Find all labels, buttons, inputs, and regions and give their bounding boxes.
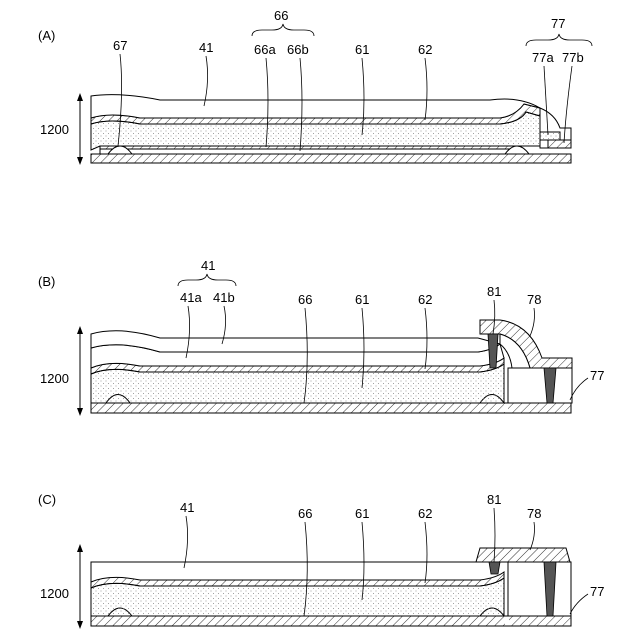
- panel-b-gap: [504, 404, 508, 412]
- panel-b-pad-77: [508, 368, 572, 403]
- panel-b-brace-41: [178, 274, 236, 286]
- panel-c-label-77: 77: [590, 584, 604, 599]
- panel-c-label-66: 66: [298, 506, 312, 521]
- panel-a-layer-41: [91, 95, 540, 118]
- panel-a-label-62: 62: [418, 42, 432, 57]
- panel-a-substrate: [91, 154, 571, 163]
- panel-b-label-41a: 41a: [180, 290, 202, 305]
- panel-b-letter: (B): [38, 274, 55, 289]
- panel-c-label-78: 78: [527, 506, 541, 521]
- panel-b-label-62: 62: [418, 292, 432, 307]
- panel-c-label-61: 61: [355, 506, 369, 521]
- panel-c-leader-81: [494, 508, 495, 562]
- panel-b-substrate: [91, 403, 571, 413]
- panel-c-cap-78: [476, 548, 570, 562]
- panel-c-leader-78: [530, 522, 535, 550]
- panel-a-label-66: 66: [274, 8, 288, 23]
- panel-b-label-81: 81: [487, 284, 501, 299]
- panel-a-leader-41: [204, 56, 208, 106]
- panel-b-label-41b: 41b: [213, 290, 235, 305]
- panel-a-label-61: 61: [355, 42, 369, 57]
- panel-b-plug-81-left: [488, 334, 498, 368]
- panel-a-label-77a: 77a: [532, 50, 554, 65]
- panel-a-terminal-77a: [540, 132, 560, 140]
- panel-b: (B) 1200 41 41a 41b 66 61: [38, 258, 604, 413]
- panel-c-plug-81-left: [489, 562, 500, 574]
- panel-b-label-78: 78: [527, 292, 541, 307]
- panel-c-gap: [505, 617, 509, 625]
- panel-a-letter: (A): [38, 28, 55, 43]
- panel-c-substrate: [91, 616, 571, 626]
- panel-a-label-77b: 77b: [562, 50, 584, 65]
- panel-c-letter: (C): [38, 492, 56, 507]
- panel-a-label-41: 41: [199, 40, 213, 55]
- panel-b-label-66: 66: [298, 292, 312, 307]
- panel-b-leader-78: [530, 308, 535, 336]
- panel-a-label-67: 67: [113, 38, 127, 53]
- panel-b-dimension-label: 1200: [40, 371, 69, 386]
- panel-a-label-66b: 66b: [287, 42, 309, 57]
- panel-c-leader-41: [184, 516, 188, 568]
- panel-a-label-66a: 66a: [254, 42, 276, 57]
- panel-c-label-81: 81: [487, 492, 501, 507]
- panel-c: (C) 1200 41 66 61 62 81 78 77: [38, 492, 604, 626]
- panel-b-label-41-group: 41: [201, 258, 215, 273]
- panel-b-label-77: 77: [590, 368, 604, 383]
- panel-a-label-77: 77: [551, 16, 565, 31]
- panel-a-layer-66b: [100, 149, 520, 154]
- panel-a-dimension-label: 1200: [40, 122, 69, 137]
- panel-a-brace-66: [252, 24, 314, 36]
- panel-b-layer-41b: [91, 331, 500, 352]
- panel-a-brace-77: [526, 34, 592, 46]
- panel-a-terminal-77b: [548, 140, 571, 148]
- panel-b-label-61: 61: [355, 292, 369, 307]
- panel-c-label-41: 41: [180, 500, 194, 515]
- panel-c-label-62: 62: [418, 506, 432, 521]
- panel-c-leader-77: [570, 594, 588, 614]
- panel-a: (A) 1200 66 77 67 41 66a 66b: [38, 8, 592, 163]
- panel-b-leader-77: [570, 378, 588, 400]
- panel-c-dimension-label: 1200: [40, 586, 69, 601]
